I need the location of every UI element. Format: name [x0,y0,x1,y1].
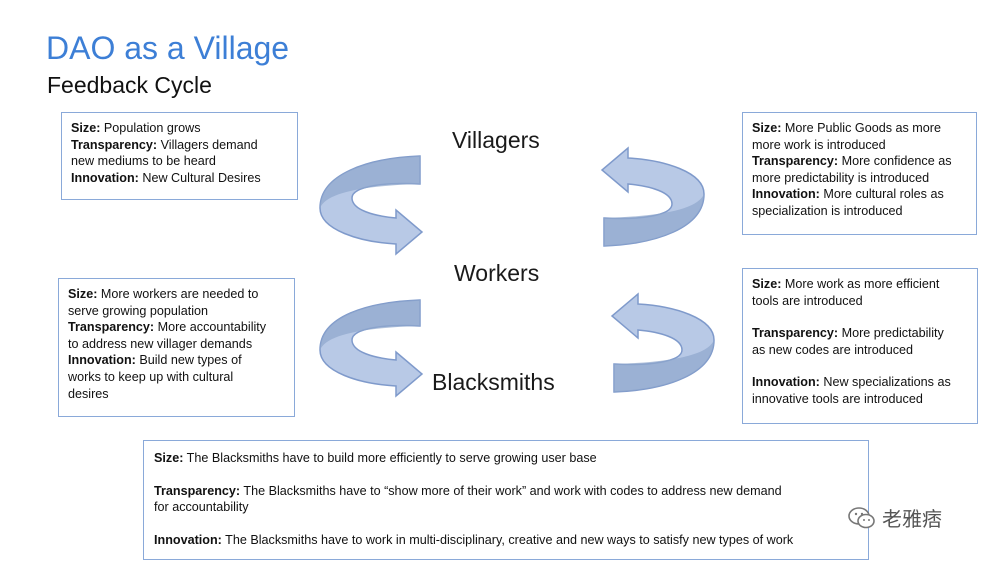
transparency-text: More accountability [154,320,267,335]
size-label: Size: [68,287,98,301]
curved-arrow-right-icon [319,299,424,398]
transparency-text: new mediums to be heard [71,154,216,169]
innovation-label: Innovation: [71,170,139,185]
size-text: more work is introduced [752,137,886,152]
size-text: More workers are needed to [97,287,259,301]
size-text: Population grows [100,121,201,135]
node-villagers: Villagers [452,127,540,153]
innovation-label: Innovation: [752,375,820,390]
size-text: More Public Goods as more [781,121,941,135]
size-label: Size: [71,121,101,135]
size-label: Size: [752,277,782,291]
size-text: tools are introduced [752,293,863,308]
innovation-text: New Cultural Desires [138,170,261,185]
transparency-text: more predictability is introduced [752,170,930,185]
transparency-text: More confidence as [838,154,952,169]
transparency-text: The Blacksmiths have to “show more of th… [240,483,782,498]
transparency-label: Transparency: [752,154,839,169]
transparency-label: Transparency: [71,137,158,152]
innovation-text: More cultural roles as [819,187,944,202]
transparency-label: Transparency: [752,326,839,341]
size-text: More work as more efficient [781,277,940,291]
innovation-label: Innovation: [752,187,820,202]
curved-arrow-right-icon [319,155,424,256]
size-label: Size: [154,451,184,465]
innovation-label: Innovation: [68,353,136,368]
size-text: serve growing population [68,303,209,318]
innovation-text: innovative tools are introduced [752,391,923,406]
box-villagers-feedback: Size: More Public Goods as more more wor… [742,112,977,235]
box-blacksmiths: Size: The Blacksmiths have to build more… [143,440,869,560]
innovation-text: Build new types of [135,353,242,368]
curved-arrow-left-icon [610,292,715,393]
innovation-text: works to keep up with cultural [68,369,234,384]
node-blacksmiths: Blacksmiths [432,369,555,395]
wechat-icon [848,506,875,528]
box-villagers-growth: Size: Population grows Transparency: Vil… [61,112,298,200]
box-workers-growth: Size: More workers are needed to serve g… [58,278,295,417]
size-label: Size: [752,121,782,135]
curved-arrow-left-icon [600,146,705,247]
transparency-text: as new codes are introduced [752,342,914,357]
innovation-text: New specializations as [819,375,951,390]
box-workers-feedback: Size: More work as more efficient tools … [742,268,978,424]
transparency-label: Transparency: [154,483,241,498]
transparency-text: for accountability [154,500,249,515]
size-text: The Blacksmiths have to build more effic… [183,451,597,465]
transparency-text: Villagers demand [157,137,258,152]
watermark: 老雅痞 [848,503,942,532]
page-title: DAO as a Village [46,30,290,66]
innovation-text: desires [68,386,109,401]
innovation-label: Innovation: [154,532,222,547]
node-workers: Workers [454,260,540,286]
page-subtitle: Feedback Cycle [47,72,212,98]
transparency-text: to address new villager demands [68,336,253,351]
innovation-text: The Blacksmiths have to work in multi-di… [221,532,794,547]
transparency-text: More predictability [838,326,944,341]
innovation-text: specialization is introduced [752,203,903,218]
watermark-text: 老雅痞 [882,509,942,531]
transparency-label: Transparency: [68,320,155,335]
